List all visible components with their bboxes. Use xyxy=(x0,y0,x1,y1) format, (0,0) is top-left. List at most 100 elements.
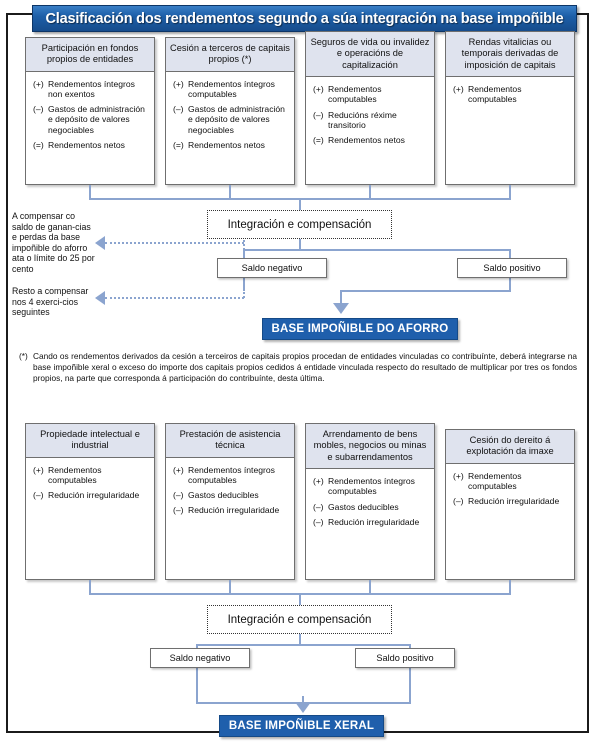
item-text: Gastos de administración e depósito de v… xyxy=(188,104,285,135)
item-symbol: (+) xyxy=(173,78,184,89)
item-symbol: (–) xyxy=(173,104,184,115)
list-item: (–) Redución irregularidade xyxy=(173,505,289,515)
item-symbol: (–) xyxy=(313,109,324,120)
category-box-header: Cesión do dereito á explotación da imaxe xyxy=(446,430,574,464)
item-text: Rendementos computables xyxy=(468,84,522,105)
category-box-header: Prestación de asistencia técnica xyxy=(166,424,294,458)
connector-to-integration xyxy=(299,198,301,212)
item-symbol: (=) xyxy=(173,139,184,150)
saldo-negativo-label: Saldo negativo xyxy=(169,653,231,663)
category-box-prestacion-asistencia-tecnica: Prestación de asistencia técnica (+) Ren… xyxy=(165,423,295,580)
page-title: Clasificación dos rendementos segundo a … xyxy=(32,5,577,32)
connector-to-integration-general xyxy=(299,593,301,607)
item-text: Rendementos íntegros computables xyxy=(328,476,415,497)
connector-stub-8 xyxy=(509,580,511,595)
item-text: Redución irregularidade xyxy=(188,505,280,516)
item-symbol: (–) xyxy=(313,516,324,527)
item-symbol: (–) xyxy=(33,104,44,115)
list-item: (–) Gastos deducibles xyxy=(313,502,429,512)
connector-stub-3 xyxy=(369,185,371,200)
item-symbol: (–) xyxy=(313,501,324,512)
item-text: Gastos deducibles xyxy=(328,501,399,512)
note-compensar-saldo: A compensar co saldo de ganan-cias e per… xyxy=(12,211,95,274)
item-text: Rendementos netos xyxy=(48,139,125,150)
category-box-cesion-terceiros-capitais: Cesión a terceros de capitais propios (*… xyxy=(165,37,295,185)
item-symbol: (–) xyxy=(173,490,184,501)
category-box-arrendamento-bens-mobles: Arrendamento de bens mobles, negocios ou… xyxy=(305,423,435,580)
list-item: (=) Rendementos netos xyxy=(313,135,429,145)
item-symbol: (+) xyxy=(33,78,44,89)
list-item: (–) Gastos de administración e depósito … xyxy=(33,104,149,135)
dotted-arrow-line-1 xyxy=(105,242,244,244)
category-box-body: (+) Rendementos computables (–) Redución… xyxy=(446,464,574,516)
category-box-header: Rendas vitalicias ou temporais derivadas… xyxy=(446,32,574,78)
connector-to-result-bus xyxy=(340,290,511,292)
list-item: (–) Redución irregularidade xyxy=(453,496,569,506)
category-box-body: (+) Rendementos computables (–) Redución… xyxy=(26,458,154,510)
result-bar-label: BASE IMPOÑIBLE DO AFORRO xyxy=(271,323,449,335)
item-symbol: (+) xyxy=(173,464,184,475)
category-box-body: (+) Rendementos íntegros computables (–)… xyxy=(306,469,434,536)
item-symbol: (+) xyxy=(453,470,464,481)
list-item: (–) Reducións réxime transitorio xyxy=(313,110,429,130)
category-box-seguros-vida-invalidez: Seguros de vida ou invalidez e operación… xyxy=(305,31,435,185)
item-text: Gastos de administración e depósito de v… xyxy=(48,104,145,135)
category-box-body: (+) Rendementos íntegros non exentos (–)… xyxy=(26,72,154,159)
saldo-positivo-label: Saldo positivo xyxy=(483,263,541,273)
category-box-header: Arrendamento de bens mobles, negocios ou… xyxy=(306,424,434,470)
item-text: Rendementos computables xyxy=(328,84,382,105)
note-resto-compensar: Resto a compensar nos 4 exerci-cios segu… xyxy=(12,286,89,318)
item-text: Redución irregularidade xyxy=(328,516,420,527)
item-text: Reducións réxime transitorio xyxy=(328,109,397,130)
arrow-left-icon-2 xyxy=(95,291,105,305)
list-item: (+) Rendementos computables xyxy=(313,84,429,104)
item-symbol: (–) xyxy=(173,505,184,516)
footnote: (*) Cando os rendementos derivados da ce… xyxy=(17,351,577,385)
connector-stub-7 xyxy=(369,580,371,595)
item-symbol: (=) xyxy=(313,135,324,146)
item-text: Redución irregularidade xyxy=(468,496,560,507)
connector-stub-5 xyxy=(89,580,91,595)
saldo-negativo-box-savings: Saldo negativo xyxy=(217,258,327,278)
category-box-rendas-vitalicias: Rendas vitalicias ou temporais derivadas… xyxy=(445,31,575,185)
result-bar-base-impoñible-xeral: BASE IMPOÑIBLE XERAL xyxy=(219,715,384,737)
result-bar-base-impoñible-aforro: BASE IMPOÑIBLE DO AFORRO xyxy=(262,318,458,340)
connector-result-drop xyxy=(340,290,342,304)
list-item: (–) Gastos de administración e depósito … xyxy=(173,104,289,135)
category-box-header: Participación en fondos propios de entid… xyxy=(26,38,154,72)
saldo-positivo-label: Saldo positivo xyxy=(376,653,434,663)
list-item: (=) Rendementos netos xyxy=(173,140,289,150)
connector-split-bus xyxy=(243,249,510,251)
category-box-participacion-fondos-propios: Participación en fondos propios de entid… xyxy=(25,37,155,185)
item-text: Rendementos computables xyxy=(468,470,522,492)
category-box-body: (+) Rendementos íntegros computables (–)… xyxy=(166,458,294,525)
saldo-positivo-box-savings: Saldo positivo xyxy=(457,258,567,278)
item-symbol: (–) xyxy=(453,496,464,507)
result-bar-label: BASE IMPOÑIBLE XERAL xyxy=(228,720,375,732)
saldo-negativo-label: Saldo negativo xyxy=(241,263,303,273)
category-box-cesion-dereito-imaxe: Cesión do dereito á explotación da imaxe… xyxy=(445,429,575,580)
list-item: (+) Rendementos computables xyxy=(453,84,569,104)
category-box-body: (+) Rendementos computables (–) Redución… xyxy=(306,77,434,154)
item-text: Rendementos íntegros computables xyxy=(188,464,275,486)
integration-label: Integración e compensación xyxy=(227,613,372,626)
item-symbol: (–) xyxy=(33,490,44,501)
item-text: Rendementos netos xyxy=(328,135,405,146)
list-item: (+) Rendementos computables xyxy=(453,471,569,491)
connector-saldo-negativo-general xyxy=(196,644,198,704)
arrow-down-icon-savings xyxy=(333,303,349,314)
integration-box-savings: Integración e compensación xyxy=(207,210,392,239)
list-item: (+) Rendementos íntegros non exentos xyxy=(33,79,149,99)
connector-result-drop-general xyxy=(302,696,304,706)
list-item: (+) Rendementos íntegros computables xyxy=(173,79,289,99)
list-item: (–) Gastos deducibles xyxy=(173,490,289,500)
connector-stub-2 xyxy=(229,185,231,200)
footnote-text: Cando os rendementos derivados da cesión… xyxy=(33,351,577,384)
item-text: Gastos deducibles xyxy=(188,490,259,501)
list-item: (–) Redución irregularidade xyxy=(33,490,149,500)
connector-integration-down-general xyxy=(299,634,301,645)
list-item: (+) Rendementos íntegros computables xyxy=(313,476,429,496)
integration-box-general: Integración e compensación xyxy=(207,605,392,634)
list-item: (=) Rendementos netos xyxy=(33,140,149,150)
